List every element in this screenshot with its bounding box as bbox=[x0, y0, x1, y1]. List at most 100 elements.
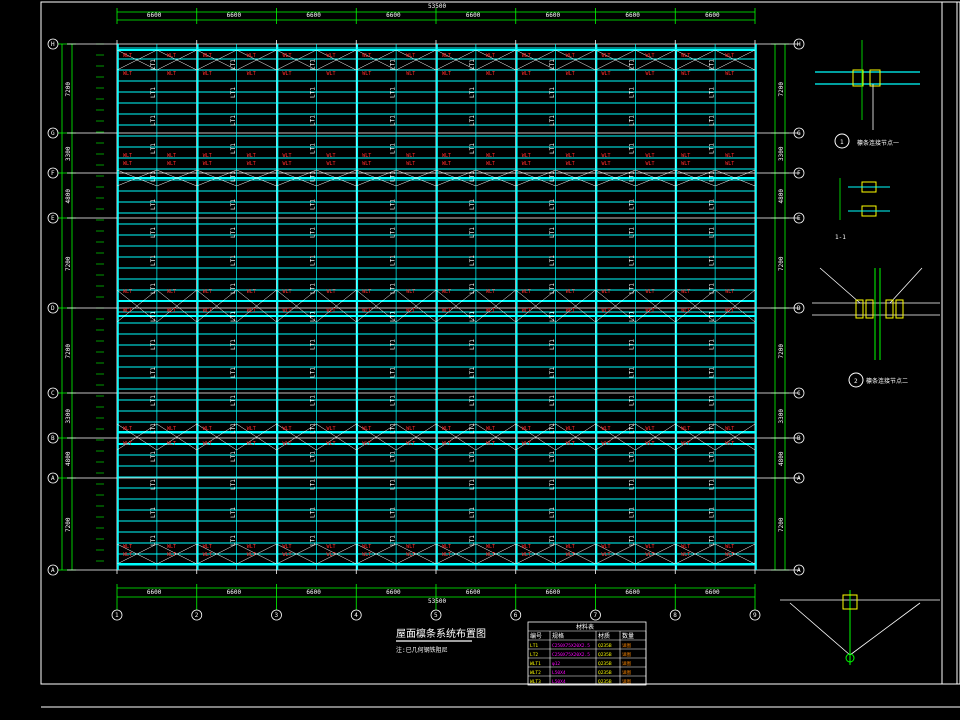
purlin-tag: LT1 bbox=[230, 507, 237, 518]
member-tag: WLT bbox=[646, 161, 655, 167]
purlin-tag: LT1 bbox=[469, 367, 476, 378]
member-tag: WLT bbox=[123, 441, 132, 447]
member-tag: WLT bbox=[203, 544, 212, 550]
brace-diagonal bbox=[555, 289, 596, 323]
member-tag: WLT bbox=[646, 153, 655, 159]
member-tag: WLT bbox=[327, 544, 336, 550]
purlin-tag: LT1 bbox=[150, 535, 157, 546]
eave-node bbox=[845, 653, 855, 663]
detail-1-plate bbox=[869, 69, 881, 87]
bay-dimension: 6600 bbox=[227, 589, 242, 596]
purlin-tag: LT1 bbox=[469, 143, 476, 154]
legend-cell: Q235B bbox=[598, 679, 612, 685]
roof-purlin-plan: WLT WLT WLT WLT WLT WLT WLT WLT WLT WLT WLT WLT WLT W… bbox=[67, 40, 800, 574]
member-tag: WLT bbox=[362, 289, 371, 295]
row-dimension: 3300 bbox=[778, 409, 785, 424]
detail-2-number: 2 bbox=[854, 378, 858, 385]
purlin-tag: LT1 bbox=[310, 283, 317, 294]
member-tag: WLT bbox=[602, 544, 611, 550]
brace-diagonal bbox=[156, 169, 197, 187]
purlin-tag: LT1 bbox=[469, 395, 476, 406]
grid-label-col: 1 bbox=[115, 612, 119, 619]
member-tag: WLT bbox=[123, 426, 132, 432]
member-tag: WLT bbox=[247, 289, 256, 295]
grid-label-row: C bbox=[797, 390, 801, 397]
member-tag: WLT bbox=[123, 53, 132, 59]
purlin-tag: LT1 bbox=[150, 143, 157, 154]
purlin-tag: LT1 bbox=[549, 367, 556, 378]
bay-dimension: 6600 bbox=[466, 589, 481, 596]
detail-1-label: 檩条连接节点一 bbox=[857, 139, 899, 147]
member-tag: WLT bbox=[646, 289, 655, 295]
purlin-tag: LT1 bbox=[389, 283, 396, 294]
grid-label-row: H bbox=[797, 41, 801, 48]
member-tag: WLT bbox=[566, 153, 575, 159]
member-tag: WLT bbox=[725, 289, 734, 295]
member-tag: WLT bbox=[406, 544, 415, 550]
member-tag: WLT bbox=[203, 552, 212, 558]
member-tag: WLT bbox=[486, 53, 495, 59]
purlin-tag: LT1 bbox=[310, 479, 317, 490]
member-tag: WLT bbox=[362, 161, 371, 167]
member-tag: WLT bbox=[442, 544, 451, 550]
top-total-dimension: 53500 bbox=[428, 3, 446, 10]
member-tag: WLT bbox=[406, 308, 415, 314]
detail-2-plate bbox=[855, 299, 864, 319]
member-tag: WLT bbox=[203, 71, 212, 77]
eave-brace bbox=[789, 602, 851, 656]
grid-bubble-row bbox=[47, 167, 59, 179]
brace-diagonal bbox=[435, 543, 476, 565]
brace-diagonal bbox=[116, 543, 157, 565]
member-tag: WLT bbox=[283, 441, 292, 447]
purlin-tag: LT1 bbox=[469, 87, 476, 98]
purlin-tag: LT1 bbox=[230, 395, 237, 406]
purlin-tag: LT1 bbox=[230, 311, 237, 322]
grid-label-row: G bbox=[51, 130, 55, 137]
grid-label-col: 3 bbox=[275, 612, 279, 619]
brace-diagonal bbox=[156, 289, 197, 323]
brace-diagonal bbox=[356, 49, 397, 71]
brace-diagonal bbox=[156, 49, 197, 71]
purlin-tag: LT1 bbox=[389, 199, 396, 210]
brace-diagonal bbox=[236, 289, 277, 323]
member-tag: WLT bbox=[327, 552, 336, 558]
member-tag: WLT bbox=[725, 441, 734, 447]
drawing-title: 屋面檩条系统布置图 bbox=[396, 627, 486, 640]
bay-dimension: 6600 bbox=[546, 12, 561, 19]
brace-diagonal bbox=[116, 423, 158, 451]
purlin-tag: LT1 bbox=[310, 143, 317, 154]
brace-diagonal bbox=[435, 423, 477, 451]
member-tag: WLT bbox=[123, 308, 132, 314]
brace-diagonal bbox=[635, 543, 676, 565]
member-tag: WLT bbox=[646, 426, 655, 432]
member-tag: WLT bbox=[203, 426, 212, 432]
purlin-tag: LT1 bbox=[389, 87, 396, 98]
purlin-tag: LT1 bbox=[150, 339, 157, 350]
brace-diagonal bbox=[635, 423, 676, 451]
member-tag: WLT bbox=[522, 71, 531, 77]
grid-label-col: 4 bbox=[354, 612, 358, 619]
legend-cell: C250X75X20X2.5 bbox=[552, 652, 590, 658]
drawing-note: 注:已几何钢铁阻尼 bbox=[396, 646, 448, 654]
brace-diagonal bbox=[595, 543, 636, 565]
drawing-border bbox=[40, 1, 958, 685]
grid-label-row: E bbox=[797, 215, 801, 222]
purlin-tag: LT1 bbox=[629, 339, 636, 350]
purlin-tag: LT1 bbox=[549, 199, 556, 210]
purlin-tag: LT1 bbox=[549, 87, 556, 98]
detail-1-number: 1 bbox=[840, 139, 844, 146]
member-tag: WLT bbox=[681, 441, 690, 447]
member-tag: WLT bbox=[247, 552, 256, 558]
bay-dimension: 6600 bbox=[546, 589, 561, 596]
brace-diagonal bbox=[356, 169, 397, 187]
row-dimension: 7200 bbox=[778, 517, 785, 532]
member-tag: WLT bbox=[602, 153, 611, 159]
purlin-tag: LT1 bbox=[389, 171, 396, 182]
brace-diagonal bbox=[435, 169, 476, 187]
row-dimension: 7200 bbox=[65, 517, 72, 532]
row-dimension: 7200 bbox=[65, 256, 72, 271]
member-tag: WLT bbox=[486, 552, 495, 558]
purlin-tag: LT1 bbox=[230, 535, 237, 546]
brace-diagonal bbox=[196, 289, 237, 323]
